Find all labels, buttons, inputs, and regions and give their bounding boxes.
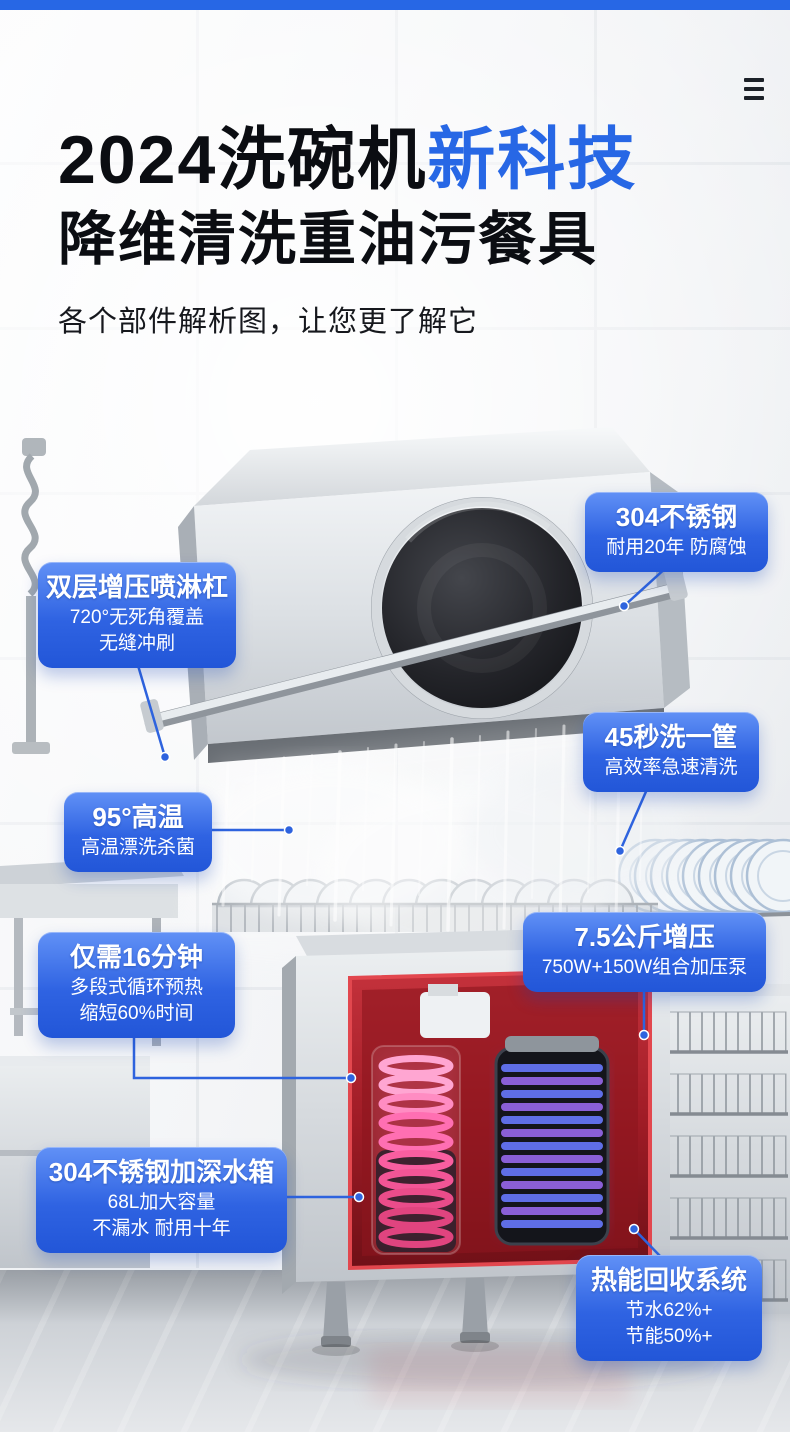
callout-title: 热能回收系统 [590,1265,747,1295]
callout-line: 缩短60%时间 [79,1003,194,1025]
callout-heat-recovery: 热能回收系统 节水62%+ 节能50%+ [576,1255,762,1362]
callout-line: 不漏水 耐用十年 [92,1218,231,1240]
callout-line: 耐用20年 防腐蚀 [606,536,747,558]
title-accent: 新科技 [427,122,638,198]
menu-bar [744,96,764,100]
callout-booster-pressure: 7.5公斤增压 750W+150W组合加压泵 [523,912,766,993]
callout-title: 304不锈钢 [615,502,738,532]
callout-line: 高效率急速清洗 [604,756,738,778]
callout-title: 仅需16分钟 [70,942,203,972]
title-black: 2024洗碗机 [58,122,428,198]
callout-line: 68L加大容量 [107,1191,216,1213]
pump-housing [420,992,490,1038]
callout-high-temp: 95°高温 高温漂洗杀菌 [64,792,212,873]
callout-stainless-steel: 304不锈钢 耐用20年 防腐蚀 [585,492,768,573]
callout-title: 304不锈钢加深水箱 [48,1157,275,1187]
callout-line: 节能50%+ [625,1326,713,1348]
page-subtitle: 降维清洗重油污餐具 [58,207,599,272]
porthole-window [382,508,582,708]
callout-wash-speed: 45秒洗一筐 高效率急速清洗 [583,712,759,793]
callout-line: 高温漂洗杀菌 [80,836,195,858]
booster-coil-purple [494,1036,610,1246]
cutaway-interior [348,967,652,1271]
callout-line: 多段式循环预热 [69,976,203,998]
page-tagline: 各个部件解析图，让您更了解它 [58,306,479,338]
top-accent-bar [0,0,790,10]
menu-bar [744,78,764,82]
hamburger-menu-icon[interactable] [744,78,764,105]
callout-title: 双层增压喷淋杠 [45,572,228,602]
callout-spray-arm: 双层增压喷淋杠 720°无死角覆盖 无缝冲刷 [38,562,236,669]
callout-line: 720°无死角覆盖 [69,606,205,628]
callout-title: 7.5公斤增压 [574,922,715,952]
callout-title: 45秒洗一筐 [604,722,738,752]
heating-coil-pink [371,1045,461,1255]
menu-bar [744,87,764,91]
callout-line: 节水62%+ [625,1299,713,1321]
plate-stack [617,838,790,920]
porthole-ring [371,497,593,719]
page-title: 2024洗碗机新科技 [58,104,637,203]
callout-line: 无缝冲刷 [98,633,175,655]
callout-water-tank: 304不锈钢加深水箱 68L加大容量 不漏水 耐用十年 [36,1147,287,1254]
callout-title: 95°高温 [92,802,184,832]
callout-line: 750W+150W组合加压泵 [541,956,748,978]
callout-wash-time: 仅需16分钟 多段式循环预热 缩短60%时间 [38,932,235,1039]
